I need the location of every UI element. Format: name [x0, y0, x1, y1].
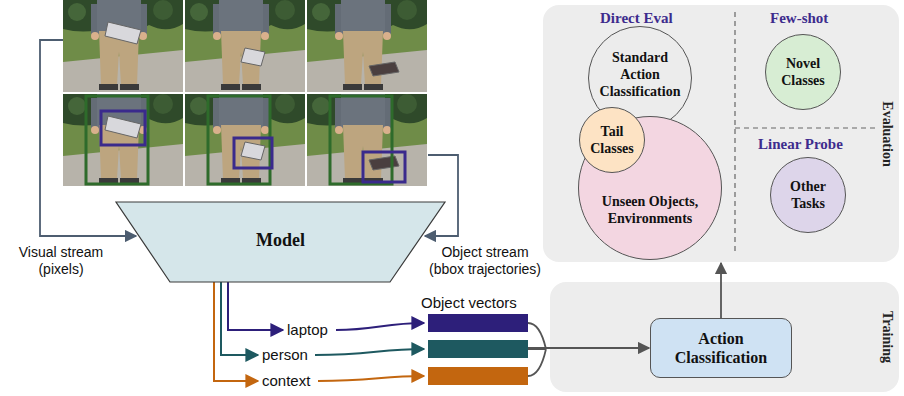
node-text: Training	[879, 311, 895, 363]
object-label: context	[262, 372, 310, 390]
dashed-divider	[735, 12, 878, 255]
node-text: Tail Classes	[583, 123, 641, 157]
merge-lines	[528, 323, 546, 376]
stream-label: Visual stream (pixels)	[5, 244, 117, 278]
training-panel	[550, 282, 899, 392]
eval-circle: Other Tasks	[770, 157, 846, 233]
person-output	[221, 282, 258, 355]
node-text: Evaluation	[879, 101, 895, 166]
object-label: person	[262, 346, 308, 364]
eval-circle: Novel Classes	[765, 34, 841, 110]
model-trapezoid: Model	[116, 202, 445, 282]
vector-bar	[428, 314, 528, 332]
context-curve	[318, 376, 424, 381]
training-region: Training Action Classification	[550, 282, 899, 392]
node-text: Novel Classes	[769, 55, 837, 89]
eval-circle: Tail Classes	[579, 107, 645, 173]
connector-arrow	[528, 347, 649, 349]
object-label: laptop	[287, 321, 328, 339]
node-text: Model	[256, 230, 305, 251]
stream-label: Object stream (bbox trajectories)	[424, 244, 546, 278]
section-heading: Few-shot	[770, 9, 828, 27]
node-text: Object vectors	[421, 294, 517, 311]
section-heading: Linear Probe	[758, 135, 843, 153]
evaluation-panel	[543, 5, 899, 262]
person-curve	[315, 349, 424, 355]
node-text: Other Tasks	[774, 178, 842, 212]
node-text: Action Classification	[651, 329, 791, 367]
context-output	[214, 282, 258, 381]
connector-arrow	[720, 263, 722, 318]
evaluation-region: Evaluation Standard Action Classification…	[543, 5, 899, 262]
laptop-output	[228, 282, 283, 330]
node-text: Standard Action Classification	[594, 49, 686, 100]
vector-group: Object vectors	[428, 314, 528, 385]
vector-bar	[428, 340, 528, 358]
section-heading: Direct Eval	[600, 9, 673, 27]
vector-bar	[428, 367, 528, 385]
node-text: Unseen Objects, Environments	[600, 193, 700, 227]
process-box: Action Classification	[650, 318, 792, 378]
photo-frames	[63, 0, 427, 186]
laptop-curve	[336, 323, 424, 330]
